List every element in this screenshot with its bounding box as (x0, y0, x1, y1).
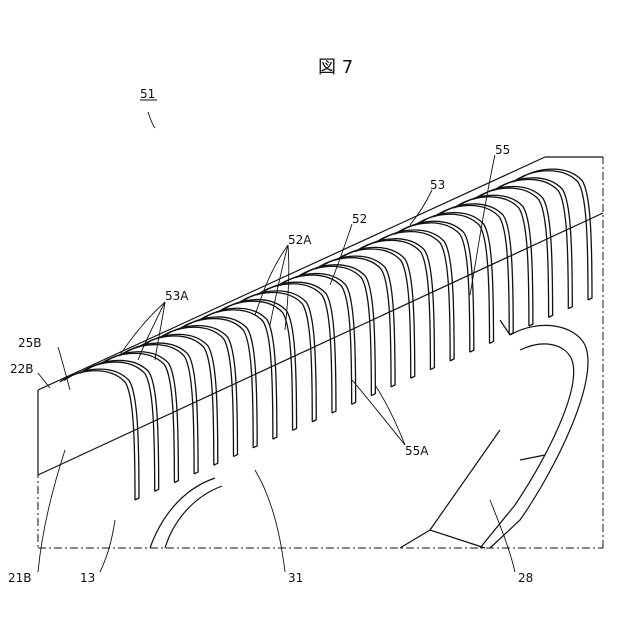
label-25B: 25B (18, 336, 42, 350)
leader-13 (100, 520, 115, 572)
label-53A: 53A (165, 289, 189, 303)
label-53: 53 (430, 178, 445, 192)
leader-55A-2 (375, 385, 405, 445)
leader-51 (148, 112, 155, 128)
leader-31 (255, 470, 285, 572)
fin-array (60, 169, 592, 500)
label-13: 13 (80, 571, 95, 585)
leader-53A-2 (138, 302, 165, 360)
label-51: 51 (140, 87, 155, 101)
leader-53 (410, 190, 432, 225)
figure-title: 図 7 (318, 57, 353, 78)
rail-body (38, 157, 603, 475)
label-21B: 21B (8, 571, 32, 585)
label-28: 28 (518, 571, 533, 585)
label-52A: 52A (288, 233, 312, 247)
label-22B: 22B (10, 362, 34, 376)
label-52: 52 (352, 212, 367, 226)
leader-53A-3 (155, 302, 165, 360)
leader-25B (58, 347, 70, 390)
label-55A: 55A (405, 444, 429, 458)
leader-53A-1 (120, 302, 165, 355)
label-31: 31 (288, 571, 303, 585)
frame-outline (38, 157, 603, 548)
hanger-loop (150, 320, 588, 548)
leader-22B (38, 373, 50, 388)
label-55: 55 (495, 143, 510, 157)
leader-55 (470, 155, 495, 295)
